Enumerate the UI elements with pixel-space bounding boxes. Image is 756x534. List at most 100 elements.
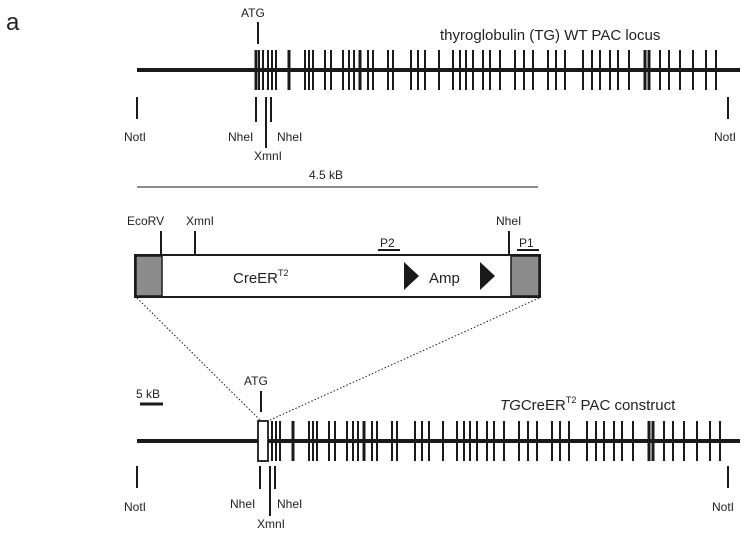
exon-mark [367,50,369,90]
exon-mark [564,50,566,90]
exon-mark [632,421,634,461]
exon-mark [324,50,326,90]
exon-mark [358,50,362,90]
exon-mark [275,421,277,461]
exon-mark [663,421,665,461]
exon-mark [267,50,269,90]
creert2-label: CreERT2 [233,268,289,287]
exon-mark [683,421,685,461]
exon-mark [599,50,601,90]
exon-mark [647,421,651,461]
exon-mark [493,421,495,461]
exon-mark [586,421,588,461]
panel-label: a [6,9,20,36]
exon-mark [328,421,330,461]
exon-mark [312,50,314,90]
exon-mark [316,421,318,461]
exon-mark [424,50,426,90]
exon-mark [291,421,295,461]
scale-bar-label: 5 kB [136,387,160,401]
construct-exons [271,421,721,461]
exon-mark [463,421,465,461]
exon-mark [417,50,419,90]
wt-noti-left-label: NotI [124,130,146,144]
primer-p1-label: P1 [519,236,534,250]
projection-line-left [136,297,261,421]
arrow-icon [404,262,419,290]
exon-mark [719,421,721,461]
exon-mark [568,421,570,461]
exon-mark [262,50,264,90]
arrow-icon [480,262,495,290]
exon-mark [396,421,398,461]
exon-mark [503,421,505,461]
exon-mark [362,421,366,461]
projection-line-right [269,297,540,421]
amp-label: Amp [429,270,460,287]
exon-mark [275,50,277,90]
exon-mark [651,421,655,461]
exon-mark [334,421,336,461]
exon-mark [376,421,378,461]
wt-exons [254,50,717,90]
exon-mark [527,421,529,461]
exon-mark [469,421,471,461]
exon-mark [308,421,310,461]
exon-mark [271,421,273,461]
exon-mark [308,50,310,90]
cassette-nhei-label: NheI [496,214,521,228]
exon-mark [523,50,525,90]
exon-mark [456,421,458,461]
exon-mark [514,50,516,90]
exon-mark [459,50,461,90]
exon-mark [472,50,474,90]
exon-mark [348,50,350,90]
exon-mark [342,50,344,90]
cassette-right-flank [510,255,540,297]
exon-mark [410,50,412,90]
exon-mark [705,50,707,90]
exon-mark [715,50,717,90]
exon-mark [555,50,557,90]
exon-mark [476,421,478,461]
construct-xmni-label: XmnI [257,517,285,531]
wt-nhei-left-label: NheI [228,130,253,144]
fragment-size-label: 4.5 kB [309,168,343,182]
cassette-xmni-label: XmnI [186,214,214,228]
exon-mark [518,421,520,461]
exon-mark [679,50,681,90]
exon-mark [532,50,534,90]
exon-mark [482,50,484,90]
exon-mark [452,50,454,90]
construct-noti-left-label: NotI [124,500,146,514]
exon-mark [595,421,597,461]
wt-noti-right-label: NotI [714,130,736,144]
exon-mark [536,421,538,461]
exon-mark [696,421,698,461]
cassette-ecorv-label: EcoRV [127,214,164,228]
exon-mark [254,50,258,90]
exon-mark [414,421,416,461]
cassette-left-flank [135,255,163,297]
exon-mark [312,421,314,461]
exon-mark [672,421,674,461]
exon-mark [547,50,549,90]
exon-mark [692,50,694,90]
exon-mark [357,421,359,461]
exon-mark [647,50,651,90]
exon-mark [709,421,711,461]
exon-mark [387,50,389,90]
wt-locus-title: thyroglobulin (TG) WT PAC locus [440,27,660,44]
construct-title: TGCreERT2 PAC construct [500,395,676,414]
exon-mark [582,50,584,90]
construct-insert-box [257,420,269,462]
exon-mark [330,50,332,90]
wt-xmni-label: XmnI [254,149,282,163]
exon-mark [489,50,491,90]
exon-mark [372,50,374,90]
exon-mark [287,50,291,90]
exon-mark [465,50,467,90]
construct-noti-right-label: NotI [712,500,734,514]
exon-mark [352,421,354,461]
